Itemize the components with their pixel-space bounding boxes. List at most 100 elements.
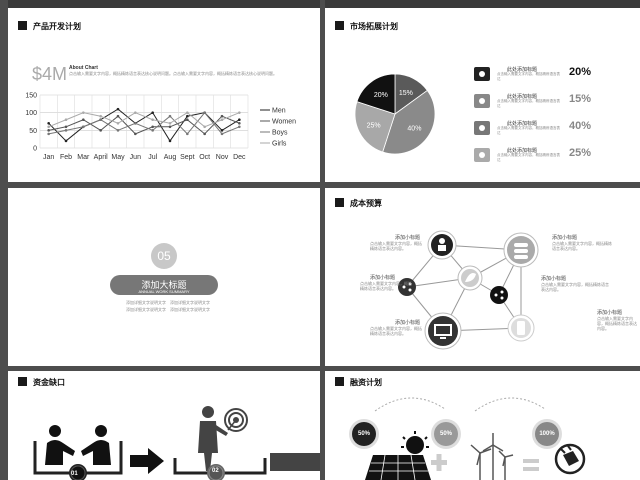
series-line	[48, 111, 240, 135]
y-tick-label: 100	[25, 110, 37, 117]
slide-title: 资金缺口	[33, 378, 65, 387]
data-point	[134, 121, 137, 125]
big-value: $4M	[32, 64, 68, 84]
data-point	[151, 125, 154, 129]
y-tick-label: 150	[25, 93, 37, 100]
node-share-left	[398, 278, 416, 296]
cost-item-text: 点击输入需要文字内容，概括精炼语言表达内容。	[552, 241, 612, 251]
pie-slice	[382, 89, 436, 155]
data-point	[203, 132, 206, 136]
data-point	[238, 111, 241, 114]
cost-item-text: 点击输入需要文字内容，概括精炼语言表达内容。	[370, 326, 422, 336]
cost-item-title: 添加小标题	[597, 310, 623, 316]
series-line	[48, 115, 240, 135]
node-database	[503, 232, 539, 268]
next-step-bar	[270, 453, 320, 471]
data-point	[82, 125, 85, 129]
title-marker	[335, 198, 344, 207]
data-point	[99, 129, 102, 132]
pie-slice-label: 15%	[399, 90, 413, 97]
about-text: 点击输入需要文字内容，概括精炼语言表达核心说明问题。点击输入需要文字内容，概括精…	[69, 71, 277, 76]
data-point	[116, 121, 120, 125]
data-point	[186, 111, 189, 114]
data-point	[116, 107, 120, 111]
data-point	[82, 118, 85, 122]
data-point	[168, 139, 172, 143]
slide-title: 产品开发计划	[33, 22, 81, 31]
financing-circle: 50%	[431, 419, 461, 449]
slide-section[interactable]: 05 添加大标题 ANNUAL WORK SUMMARY 添加详细文字说明文字 …	[8, 188, 320, 366]
title-marker	[335, 21, 344, 30]
legend-label: Boys	[272, 130, 288, 137]
series-line	[48, 112, 240, 128]
slide-market-plan[interactable]: 市场拓展计划 15%40%25%20% 此处添加标题 点击输入需要文字内容，概括…	[325, 0, 640, 182]
pie-slice-label: 20%	[374, 92, 388, 99]
gauge-icon	[474, 121, 490, 135]
data-point	[99, 114, 102, 118]
data-point	[47, 121, 50, 125]
data-point	[47, 125, 50, 129]
node-share-right	[490, 286, 508, 304]
financing-percent: 50%	[357, 431, 370, 437]
x-tick-label: May	[111, 154, 125, 161]
x-tick-label: Sept	[180, 154, 194, 161]
section-note: 添加详细文字说明文字	[126, 307, 166, 312]
data-point	[116, 129, 120, 132]
section-subtitle: ANNUAL WORK SUMMARY	[138, 289, 190, 294]
cost-item-title: 添加小标题	[370, 275, 396, 281]
data-point	[151, 118, 154, 122]
legend-label: Girls	[272, 141, 287, 148]
data-point	[186, 132, 189, 136]
section-number-circle: 05	[151, 243, 177, 269]
data-point	[220, 132, 224, 136]
section-title-button[interactable]: 添加大标题	[110, 275, 218, 295]
section-note: 添加详细文字说明文字	[170, 307, 210, 312]
data-point	[64, 139, 68, 143]
energy-illustration	[365, 397, 586, 480]
market-item-percent: 40%	[569, 120, 592, 132]
cost-item-text: 点击输入需要文字内容，概括精炼语言表达内容。	[360, 281, 412, 291]
slide-top-bar	[325, 0, 640, 8]
market-item-text: 点击输入需要文字内容，概括精炼语言表达	[497, 99, 560, 108]
data-point	[64, 129, 68, 132]
data-point	[203, 111, 206, 114]
market-item-percent: 20%	[569, 66, 592, 78]
data-point	[134, 132, 137, 136]
slide-top-bar	[8, 0, 320, 8]
slide-financing-plan[interactable]: 融资计划	[325, 371, 640, 480]
cost-item-text: 点击输入需要文字内容，概括精炼语言表达内容。	[541, 282, 609, 292]
node-person	[427, 230, 457, 260]
x-tick-label: Mar	[77, 154, 90, 161]
section-note: 添加详细文字说明文字	[170, 300, 210, 305]
slide-cost-budget[interactable]: 成本预算	[325, 188, 640, 366]
x-tick-label: Jun	[130, 154, 141, 161]
financing-percent: 50%	[439, 431, 452, 437]
data-point	[186, 118, 189, 122]
data-point	[134, 111, 137, 114]
data-point	[64, 118, 68, 122]
slide-funding-gap[interactable]: 资金缺口 01 02	[8, 371, 320, 480]
trophy-icon	[474, 148, 490, 162]
slide-product-plan[interactable]: 产品开发计划 $4M About Chart 点击输入需要文字内容，概括精炼语言…	[8, 0, 320, 182]
x-tick-label: Oct	[199, 154, 210, 161]
cost-item-title: 添加小标题	[395, 320, 421, 326]
x-tick-label: Jul	[148, 154, 157, 161]
data-point	[220, 114, 224, 118]
market-item-percent: 15%	[569, 93, 592, 105]
data-point	[220, 118, 224, 122]
x-tick-label: Aug	[164, 154, 177, 161]
step-label-02: 02	[212, 468, 219, 474]
data-point	[168, 125, 172, 129]
market-item-title: 此处添加标题	[507, 121, 538, 127]
data-point	[151, 111, 154, 114]
network-diagram	[398, 230, 539, 350]
x-tick-label: April	[94, 154, 108, 161]
data-point	[99, 118, 102, 122]
data-point	[238, 121, 241, 125]
market-item-text: 点击输入需要文字内容，概括精炼语言表达	[497, 153, 560, 162]
node-monitor	[424, 312, 462, 350]
data-point	[151, 129, 154, 132]
handshake-illustration	[33, 425, 123, 480]
legend-label: Men	[272, 108, 286, 115]
